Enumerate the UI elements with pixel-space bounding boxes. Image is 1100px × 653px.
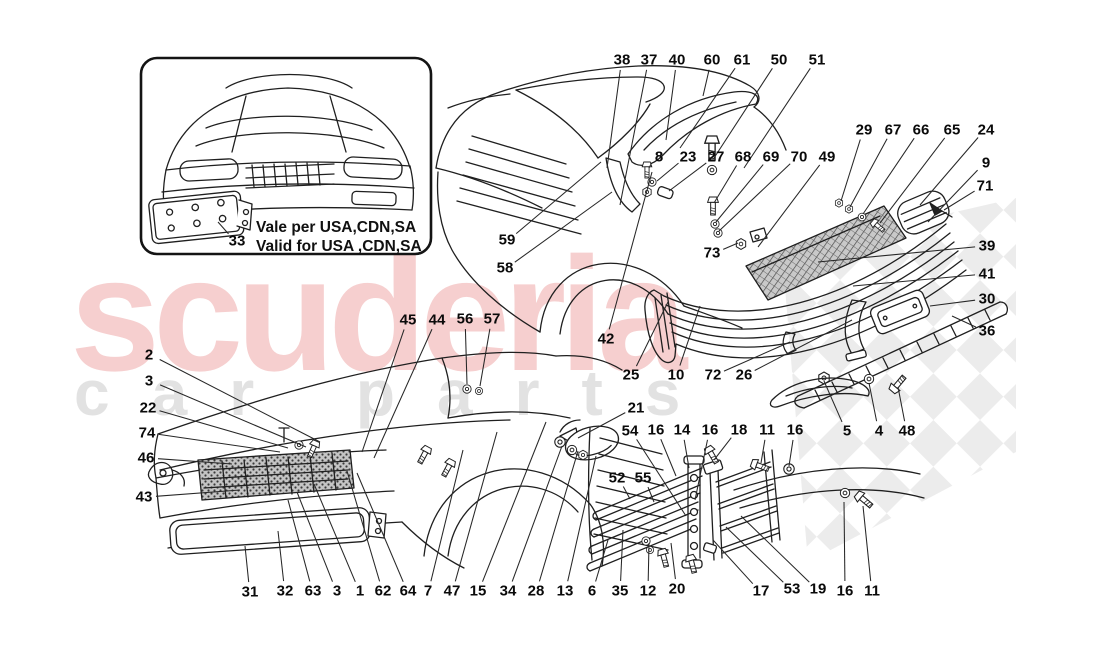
- callout-15[interactable]: 15: [469, 582, 487, 600]
- callout-54[interactable]: 54: [621, 422, 639, 440]
- callout-51[interactable]: 51: [808, 51, 826, 69]
- callout-47[interactable]: 47: [443, 582, 461, 600]
- callout-64[interactable]: 64: [399, 582, 417, 600]
- callout-7[interactable]: 7: [423, 582, 433, 600]
- callout-62[interactable]: 62: [374, 582, 392, 600]
- inset-note-line2: Valid for USA ,CDN,SA: [256, 238, 422, 255]
- callout-74[interactable]: 74: [138, 424, 156, 442]
- callout-20[interactable]: 20: [668, 580, 686, 598]
- callout-67[interactable]: 67: [884, 121, 902, 139]
- callout-66[interactable]: 66: [912, 121, 930, 139]
- callout-38[interactable]: 38: [613, 51, 631, 69]
- callout-29[interactable]: 29: [855, 121, 873, 139]
- callout-8[interactable]: 8: [654, 148, 664, 166]
- callout-55[interactable]: 55: [634, 469, 652, 487]
- callout-65[interactable]: 65: [943, 121, 961, 139]
- callout-58[interactable]: 58: [496, 259, 514, 277]
- callout-12[interactable]: 12: [639, 582, 657, 600]
- inset-note-line1: Vale per USA,CDN,SA: [256, 219, 417, 236]
- callout-16[interactable]: 16: [786, 421, 804, 439]
- callout-28[interactable]: 28: [527, 582, 545, 600]
- callout-16[interactable]: 16: [701, 421, 719, 439]
- callout-17[interactable]: 17: [752, 582, 770, 600]
- callout-56[interactable]: 56: [456, 310, 474, 328]
- callout-27[interactable]: 27: [707, 148, 725, 166]
- callout-34[interactable]: 34: [499, 582, 517, 600]
- callout-2[interactable]: 2: [144, 346, 154, 364]
- callout-43[interactable]: 43: [135, 488, 153, 506]
- callout-69[interactable]: 69: [762, 148, 780, 166]
- callout-44[interactable]: 44: [428, 311, 446, 329]
- callout-23[interactable]: 23: [679, 148, 697, 166]
- callout-25[interactable]: 25: [622, 366, 640, 384]
- callout-61[interactable]: 61: [733, 51, 751, 69]
- callout-59[interactable]: 59: [498, 231, 516, 249]
- inset-box: [139, 56, 433, 256]
- callout-35[interactable]: 35: [611, 582, 629, 600]
- leader-lines: [155, 67, 979, 585]
- callout-71[interactable]: 71: [976, 177, 994, 195]
- callout-6[interactable]: 6: [587, 582, 597, 600]
- callout-41[interactable]: 41: [978, 265, 996, 283]
- callout-60[interactable]: 60: [703, 51, 721, 69]
- rear-car-drawing: [435, 65, 787, 335]
- callout-33[interactable]: 33: [228, 232, 246, 250]
- callout-72[interactable]: 72: [704, 366, 722, 384]
- callout-70[interactable]: 70: [790, 148, 808, 166]
- callout-42[interactable]: 42: [597, 330, 615, 348]
- callout-49[interactable]: 49: [818, 148, 836, 166]
- callout-36[interactable]: 36: [978, 322, 996, 340]
- callout-40[interactable]: 40: [668, 51, 686, 69]
- callout-31[interactable]: 31: [241, 583, 259, 601]
- callout-13[interactable]: 13: [556, 582, 574, 600]
- callout-5[interactable]: 5: [842, 422, 852, 440]
- callout-39[interactable]: 39: [978, 237, 996, 255]
- inset-note: Vale per USA,CDN,SA Valid for USA ,CDN,S…: [256, 218, 422, 256]
- callout-63[interactable]: 63: [304, 582, 322, 600]
- callout-10[interactable]: 10: [667, 366, 685, 384]
- callout-68[interactable]: 68: [734, 148, 752, 166]
- callout-19[interactable]: 19: [809, 580, 827, 598]
- callout-73[interactable]: 73: [703, 244, 721, 262]
- callout-45[interactable]: 45: [399, 311, 417, 329]
- callout-1[interactable]: 1: [355, 582, 365, 600]
- callout-3[interactable]: 3: [332, 582, 342, 600]
- callout-52[interactable]: 52: [608, 469, 626, 487]
- callout-14[interactable]: 14: [673, 421, 691, 439]
- callout-16[interactable]: 16: [836, 582, 854, 600]
- callout-46[interactable]: 46: [137, 449, 155, 467]
- rear-bumper-parts: [605, 90, 1008, 409]
- callout-37[interactable]: 37: [640, 51, 658, 69]
- callout-53[interactable]: 53: [783, 580, 801, 598]
- callout-24[interactable]: 24: [977, 121, 995, 139]
- front-car-drawing: [147, 351, 669, 569]
- callout-4[interactable]: 4: [874, 422, 884, 440]
- callout-50[interactable]: 50: [770, 51, 788, 69]
- callout-18[interactable]: 18: [730, 421, 748, 439]
- callout-48[interactable]: 48: [898, 422, 916, 440]
- callout-16[interactable]: 16: [647, 421, 665, 439]
- callout-57[interactable]: 57: [483, 310, 501, 328]
- watermark-subtitle: car parts: [74, 357, 723, 429]
- callout-30[interactable]: 30: [978, 290, 996, 308]
- callout-3[interactable]: 3: [144, 372, 154, 390]
- callout-11[interactable]: 11: [864, 582, 880, 600]
- callout-22[interactable]: 22: [139, 399, 157, 417]
- callout-11[interactable]: 11: [759, 421, 775, 439]
- callout-9[interactable]: 9: [981, 154, 991, 172]
- callout-26[interactable]: 26: [735, 366, 753, 384]
- callout-21[interactable]: 21: [627, 399, 645, 417]
- callout-32[interactable]: 32: [276, 582, 294, 600]
